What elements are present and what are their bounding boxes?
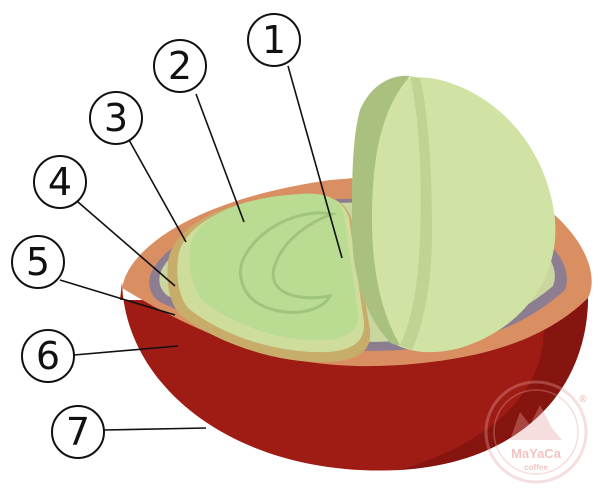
leader-line-7 — [103, 427, 207, 431]
callout-7: 7 — [51, 405, 105, 459]
callout-number: 6 — [36, 334, 60, 378]
callout-1: 1 — [247, 13, 301, 67]
watermark-sub: coffee — [524, 463, 548, 472]
callout-number: 5 — [26, 240, 50, 284]
callout-number: 1 — [262, 18, 286, 62]
bean-half-right-shade2 — [400, 76, 432, 350]
leader-lines — [59, 65, 343, 431]
bean-half-right-shade — [352, 75, 410, 345]
leader-line-6 — [73, 345, 179, 356]
endosperm-fold — [239, 211, 338, 314]
watermark-registered-mark: ® — [579, 394, 587, 405]
callout-2: 2 — [153, 39, 207, 93]
callout-number: 2 — [168, 44, 192, 88]
callout-number: 4 — [48, 160, 72, 204]
leader-line-4 — [77, 201, 176, 287]
callout-5: 5 — [11, 235, 65, 289]
bean-half-right — [352, 77, 556, 353]
watermark-brand: MaYaCa — [511, 446, 562, 461]
leader-line-3 — [128, 139, 187, 243]
callout-number: 7 — [66, 410, 90, 454]
leader-line-2 — [195, 93, 245, 223]
callout-6: 6 — [21, 329, 75, 383]
leader-line-5 — [59, 279, 176, 316]
callout-number: 3 — [104, 96, 128, 140]
callout-4: 4 — [33, 155, 87, 209]
leader-line-1 — [287, 65, 343, 259]
callout-3: 3 — [89, 91, 143, 145]
watermark-logo: MaYaCa coffee ® — [484, 380, 588, 484]
